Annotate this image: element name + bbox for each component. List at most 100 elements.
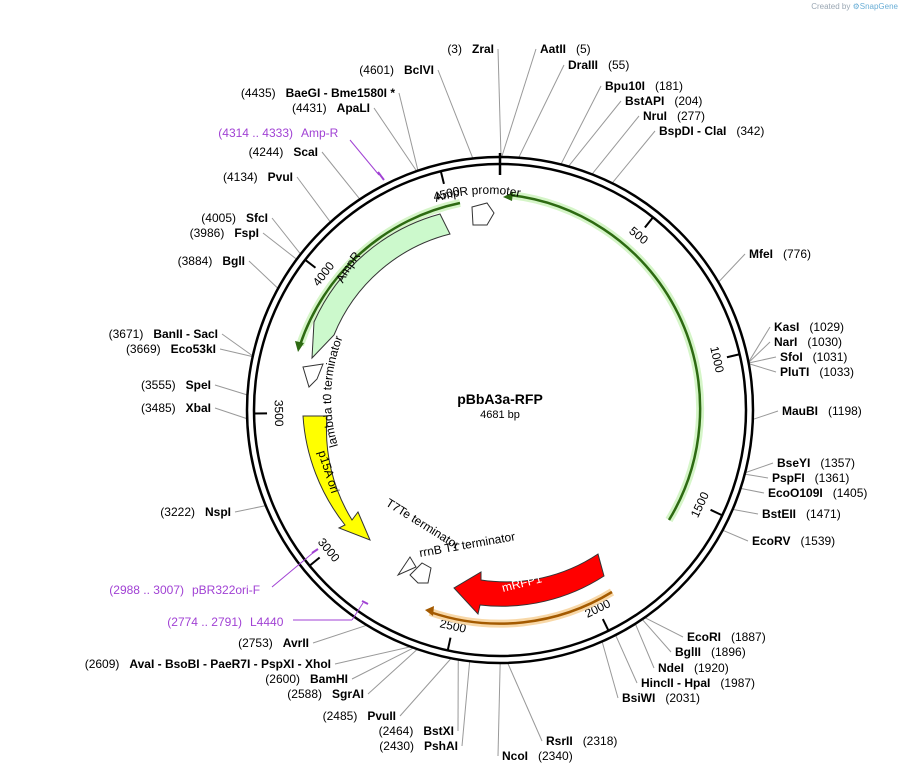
restriction-site-xbai[interactable]: XbaI(3485) bbox=[141, 401, 211, 415]
site-connector-rsrii bbox=[507, 662, 543, 742]
site-position: (3669) bbox=[126, 342, 161, 356]
feature-label-lambda-terminator: lambda t0 terminator bbox=[320, 334, 345, 449]
restriction-site-spei[interactable]: SpeI(3555) bbox=[141, 378, 211, 392]
restriction-site-banii-saci[interactable]: BanII - SacI(3671) bbox=[109, 327, 218, 341]
restriction-site-bstapi[interactable]: BstAPI(204) bbox=[625, 94, 702, 108]
site-position: (1361) bbox=[815, 471, 850, 485]
restriction-site-zrai[interactable]: ZraI(3) bbox=[447, 42, 494, 56]
site-position: (3485) bbox=[141, 401, 176, 415]
restriction-site-bseyi[interactable]: BseYI(1357) bbox=[777, 456, 855, 470]
restriction-site-bsteii[interactable]: BstEII(1471) bbox=[762, 507, 841, 521]
restriction-site-bgli[interactable]: BglI(3884) bbox=[178, 254, 245, 268]
restriction-site-bstxi[interactable]: BstXI(2464) bbox=[379, 724, 454, 738]
restriction-site-sfci[interactable]: SfcI(4005) bbox=[201, 211, 268, 225]
restriction-site-ncoi[interactable]: NcoI (2340) bbox=[502, 749, 573, 763]
restriction-site-maubi[interactable]: MauBI(1198) bbox=[782, 404, 862, 418]
restriction-site-avai-bsobi-paer7i-pspxi-xhoi[interactable]: AvaI - BsoBI - PaeR7I - PspXI - XhoI(260… bbox=[85, 657, 331, 671]
restriction-site-hincii-hpai[interactable]: HincII - HpaI(1987) bbox=[641, 676, 755, 690]
site-position: (1357) bbox=[820, 456, 855, 470]
site-name: EcoRI bbox=[687, 630, 721, 644]
site-position: (2340) bbox=[538, 749, 573, 763]
restriction-site-sfoi[interactable]: SfoI(1031) bbox=[780, 350, 847, 364]
site-connector-ecoo109i bbox=[740, 487, 765, 494]
site-position: (776) bbox=[783, 247, 811, 261]
restriction-site-pspfi[interactable]: PspFI(1361) bbox=[772, 471, 849, 485]
site-connector-mfei bbox=[718, 253, 746, 283]
site-position: (1029) bbox=[809, 320, 844, 334]
site-name: BclVI bbox=[404, 63, 434, 77]
site-name: BstEII bbox=[762, 507, 796, 521]
orf-arrow-bottom-line bbox=[429, 590, 613, 625]
restriction-site-aatii[interactable]: AatII(5) bbox=[540, 42, 591, 56]
tick-mark-500 bbox=[644, 216, 654, 229]
restriction-site-draiii[interactable]: DraIII(55) bbox=[568, 58, 629, 72]
restriction-site-nrui[interactable]: NruI(277) bbox=[643, 109, 705, 123]
site-name: NspI bbox=[205, 505, 231, 519]
restriction-site-bspdi-clai[interactable]: BspDI - ClaI(342) bbox=[659, 124, 764, 138]
site-position: (4134) bbox=[223, 170, 258, 184]
restriction-site-bglii[interactable]: BglII(1896) bbox=[675, 645, 746, 659]
restriction-site-ecoo109i[interactable]: EcoO109I(1405) bbox=[768, 486, 867, 500]
restriction-site-bsiwi[interactable]: BsiWI(2031) bbox=[622, 691, 700, 705]
restriction-site-kasi[interactable]: KasI(1029) bbox=[774, 320, 844, 334]
restriction-site-nari[interactable]: NarI(1030) bbox=[774, 335, 842, 349]
snapgene-credit: Created by ⚙SnapGene bbox=[811, 2, 898, 11]
site-position: (3555) bbox=[141, 378, 176, 392]
restriction-site-sgrai[interactable]: SgrAI(2588) bbox=[287, 687, 364, 701]
site-name: AvrII bbox=[283, 636, 309, 650]
restriction-site-apali[interactable]: ApaLI(4431) bbox=[292, 101, 370, 115]
site-connector-lines bbox=[214, 48, 779, 757]
site-connector-ecori bbox=[644, 617, 684, 638]
site-connector-bsiwi bbox=[601, 641, 619, 699]
orf-arrow-left-line bbox=[298, 201, 461, 346]
restriction-site-ndei[interactable]: NdeI(1920) bbox=[658, 661, 729, 675]
restriction-site-fspi[interactable]: FspI (3986) bbox=[190, 226, 259, 240]
restriction-site-bamhi[interactable]: BamHI(2600) bbox=[265, 672, 348, 686]
primer-pos-amp-r: (4314 .. 4333) bbox=[218, 126, 293, 140]
snapgene-logo-icon: ⚙ bbox=[852, 2, 860, 11]
site-name: RsrII bbox=[546, 734, 573, 748]
site-position: (2753) bbox=[238, 636, 273, 650]
tick-mark-2500 bbox=[446, 637, 452, 651]
site-position: (1033) bbox=[819, 365, 854, 379]
site-position: (2600) bbox=[265, 672, 300, 686]
site-name: BspDI - ClaI bbox=[659, 124, 726, 138]
restriction-site-nspi[interactable]: NspI(3222) bbox=[160, 505, 231, 519]
restriction-site-ecorv[interactable]: EcoRV(1539) bbox=[752, 534, 835, 548]
orf-arrow-top-head bbox=[503, 192, 513, 201]
restriction-site-rsrii[interactable]: RsrII(2318) bbox=[546, 734, 617, 748]
site-connector-pshai bbox=[461, 661, 471, 747]
restriction-site-pvui[interactable]: PvuI (4134) bbox=[223, 170, 293, 184]
site-name: NcoI bbox=[502, 749, 528, 763]
site-name: BstXI bbox=[423, 724, 454, 738]
restriction-site-baegi-bme1580i[interactable]: BaeGI - Bme1580I *(4435) bbox=[241, 86, 395, 100]
site-position: (1030) bbox=[807, 335, 842, 349]
restriction-site-bpu10i[interactable]: Bpu10I(181) bbox=[605, 79, 683, 93]
site-connector-xbai bbox=[214, 407, 248, 420]
site-connector-ndei bbox=[634, 623, 655, 669]
site-name: PvuI bbox=[268, 170, 293, 184]
site-position: (3986) bbox=[190, 226, 225, 240]
site-name: PshAI bbox=[424, 739, 458, 753]
site-name: FspI bbox=[234, 226, 259, 240]
restriction-site-scai[interactable]: ScaI(4244) bbox=[249, 145, 318, 159]
site-position: (4601) bbox=[359, 63, 394, 77]
restriction-site-eco53ki[interactable]: Eco53kI(3669) bbox=[126, 342, 216, 356]
restriction-site-avrii[interactable]: AvrII (2753) bbox=[238, 636, 309, 650]
site-name: DraIII bbox=[568, 58, 598, 72]
feature-t7te-terminator bbox=[396, 556, 417, 577]
site-connector-bspdi-clai bbox=[611, 130, 656, 184]
site-connector-spei bbox=[214, 384, 248, 396]
restriction-site-ecori[interactable]: EcoRI(1887) bbox=[687, 630, 766, 644]
site-position: (1920) bbox=[694, 661, 729, 675]
site-connector-avai-bsobi-paer7i-pspxi-xhoi bbox=[334, 646, 411, 665]
site-position: (3884) bbox=[178, 254, 213, 268]
restriction-site-pluti[interactable]: PluTI(1033) bbox=[780, 365, 854, 379]
restriction-site-pvuii[interactable]: PvuII(2485) bbox=[323, 709, 396, 723]
restriction-site-mfei[interactable]: MfeI(776) bbox=[749, 247, 811, 261]
site-position: (1539) bbox=[800, 534, 835, 548]
restriction-site-bclvi[interactable]: BclVI (4601) bbox=[359, 63, 434, 77]
restriction-site-pshai[interactable]: PshAI(2430) bbox=[379, 739, 458, 753]
site-connector-nrui bbox=[591, 115, 640, 175]
site-position: (1031) bbox=[813, 350, 848, 364]
